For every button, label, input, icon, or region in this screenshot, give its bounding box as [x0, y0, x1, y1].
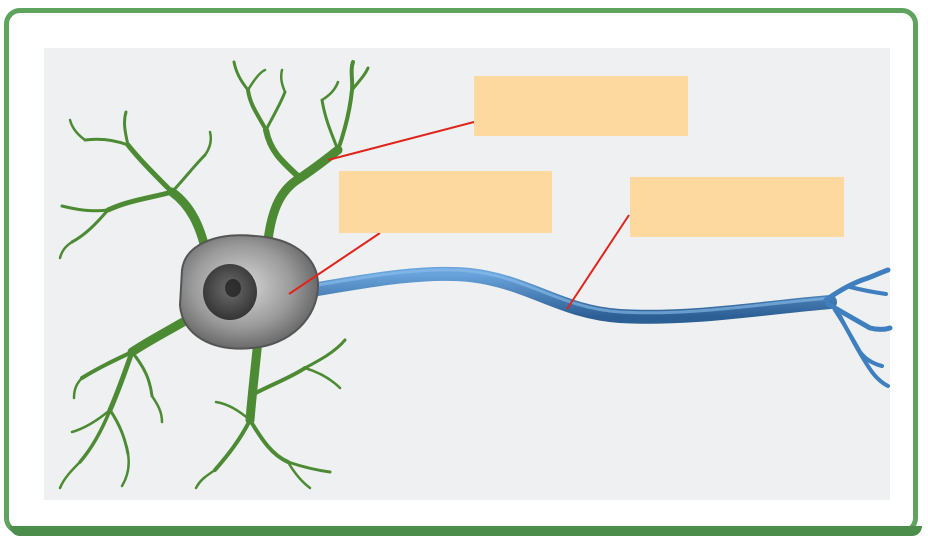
leader-line-dendrite	[328, 122, 474, 160]
label-box-axon	[630, 177, 844, 237]
nucleus	[203, 264, 257, 320]
leader-line-axon	[567, 215, 629, 309]
axon	[300, 270, 830, 317]
label-box-cell-body	[339, 171, 552, 233]
axon-terminals	[826, 270, 890, 386]
label-box-dendrite	[474, 76, 688, 136]
